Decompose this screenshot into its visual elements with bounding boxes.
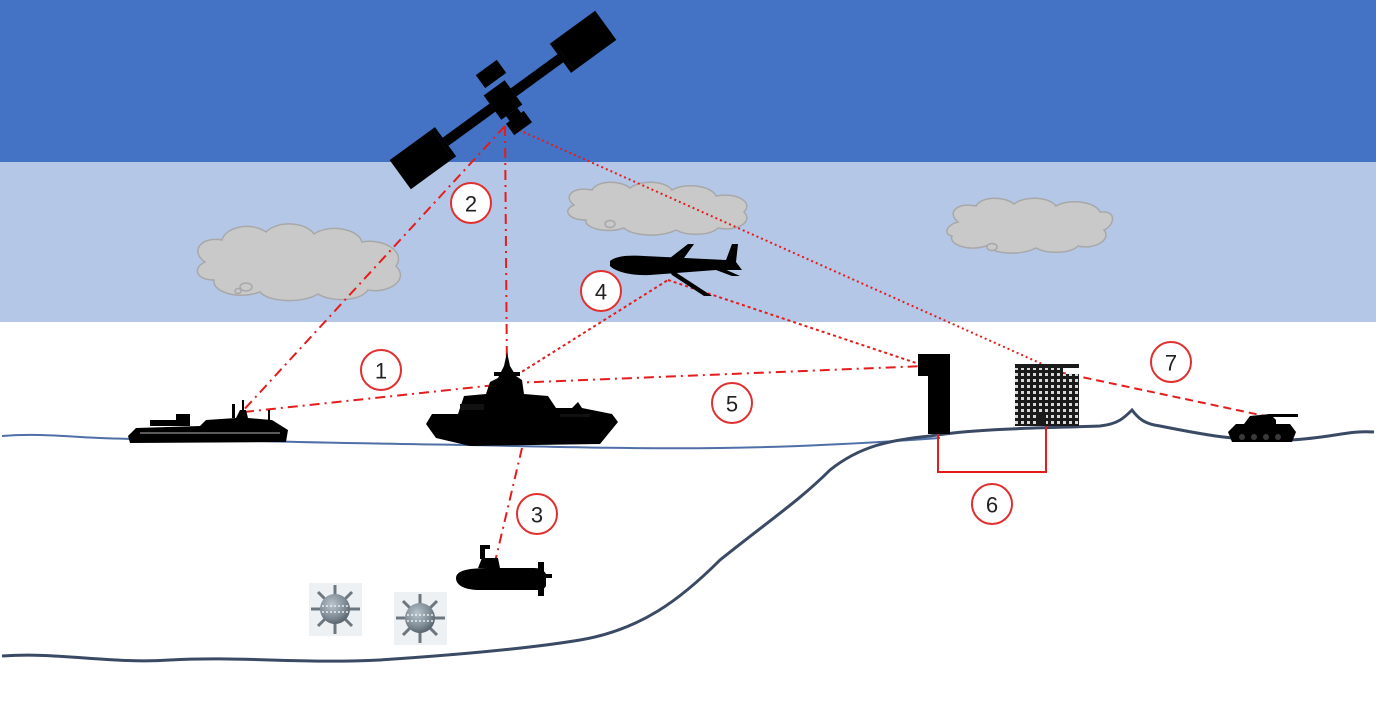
link-label-text: 7 bbox=[1165, 351, 1177, 376]
link-label-text: 4 bbox=[595, 280, 607, 305]
submarine-icon bbox=[456, 545, 552, 596]
link-label-2: 2 bbox=[450, 182, 492, 224]
coastline bbox=[1, 407, 1375, 663]
link-label-text: 2 bbox=[465, 192, 477, 217]
frigate-icon bbox=[426, 352, 618, 446]
cloud-icon bbox=[946, 197, 1114, 254]
link-label-7: 7 bbox=[1150, 341, 1192, 383]
cloud-icon bbox=[196, 223, 402, 302]
link-label-1: 1 bbox=[360, 349, 402, 391]
link-label-4: 4 bbox=[580, 270, 622, 312]
link-label-3: 3 bbox=[516, 493, 558, 535]
naval-mine-icon bbox=[309, 583, 362, 636]
sea-surface-line bbox=[1, 433, 941, 450]
communication-links bbox=[239, 125, 1266, 563]
link-label-text: 6 bbox=[986, 493, 998, 518]
office-building-icon bbox=[1015, 364, 1079, 426]
radar-tower-icon bbox=[918, 354, 950, 434]
link-label-5: 5 bbox=[711, 382, 753, 424]
naval-mine-icon bbox=[394, 592, 447, 645]
link-label-text: 3 bbox=[531, 503, 543, 528]
link-label-text: 1 bbox=[375, 359, 387, 384]
aircraft-icon bbox=[610, 244, 742, 296]
link-label-text: 5 bbox=[726, 392, 738, 417]
patrol-ship-icon bbox=[128, 400, 288, 443]
satellite-icon bbox=[389, 10, 617, 190]
tank-icon bbox=[1228, 414, 1298, 442]
link-label-6: 6 bbox=[971, 483, 1013, 525]
space-band bbox=[0, 0, 1376, 162]
cloud-icon bbox=[567, 181, 748, 236]
